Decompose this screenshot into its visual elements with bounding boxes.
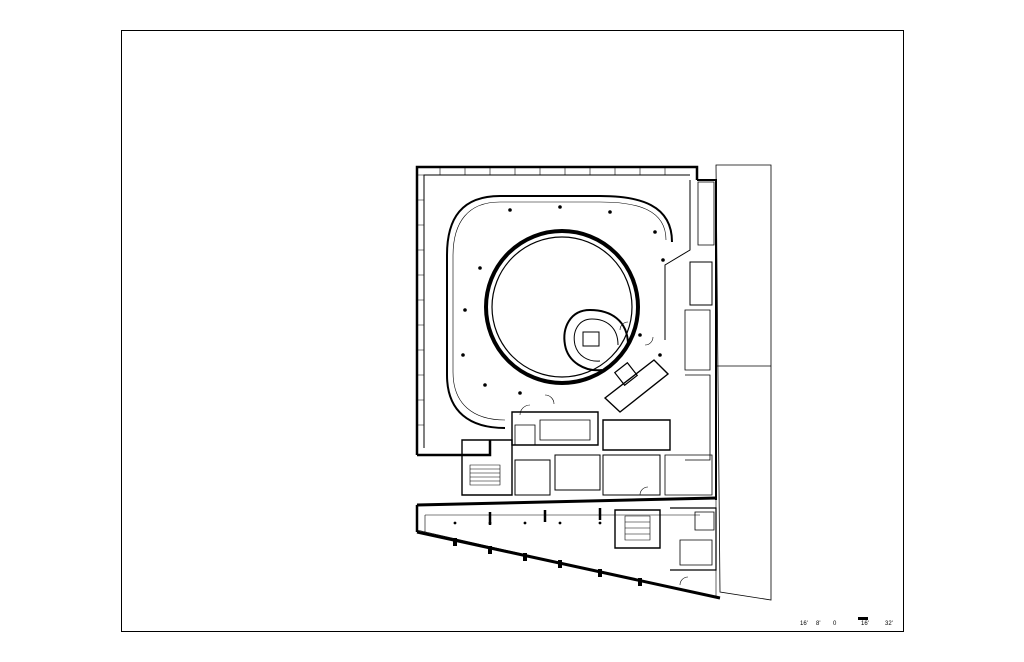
scale-tick-label: 32' [885,621,893,627]
south-wing [415,496,721,600]
central-core-rooms [511,411,713,496]
west-stair-block [461,439,513,496]
diagonal-stair [603,359,670,413]
adjacent-building-outline [715,164,772,601]
structural-columns [453,205,665,525]
scale-tick-label: 16' [800,621,808,627]
gallery-walkway-inner [452,201,667,421]
rotunda-inner-ring [491,236,633,378]
east-service-corridor [664,179,717,500]
scale-tick-label: 0 [833,621,837,627]
gallery-walkway-edge [446,195,673,429]
southeast-stair-rooms [614,507,717,571]
scale-bar: 16' 8' 0 16' 32' [800,617,893,627]
spiral-staircase [563,308,629,372]
door-swings [519,321,689,586]
scale-tick-label: 16' [861,621,869,627]
atrium-perimeter-wall [415,165,699,457]
floor-plan [415,164,772,601]
rotunda-outer-ring [484,229,640,385]
sheet-border [121,30,904,632]
scale-tick-label: 8' [816,621,820,627]
scale-bar-segment [858,617,868,620]
